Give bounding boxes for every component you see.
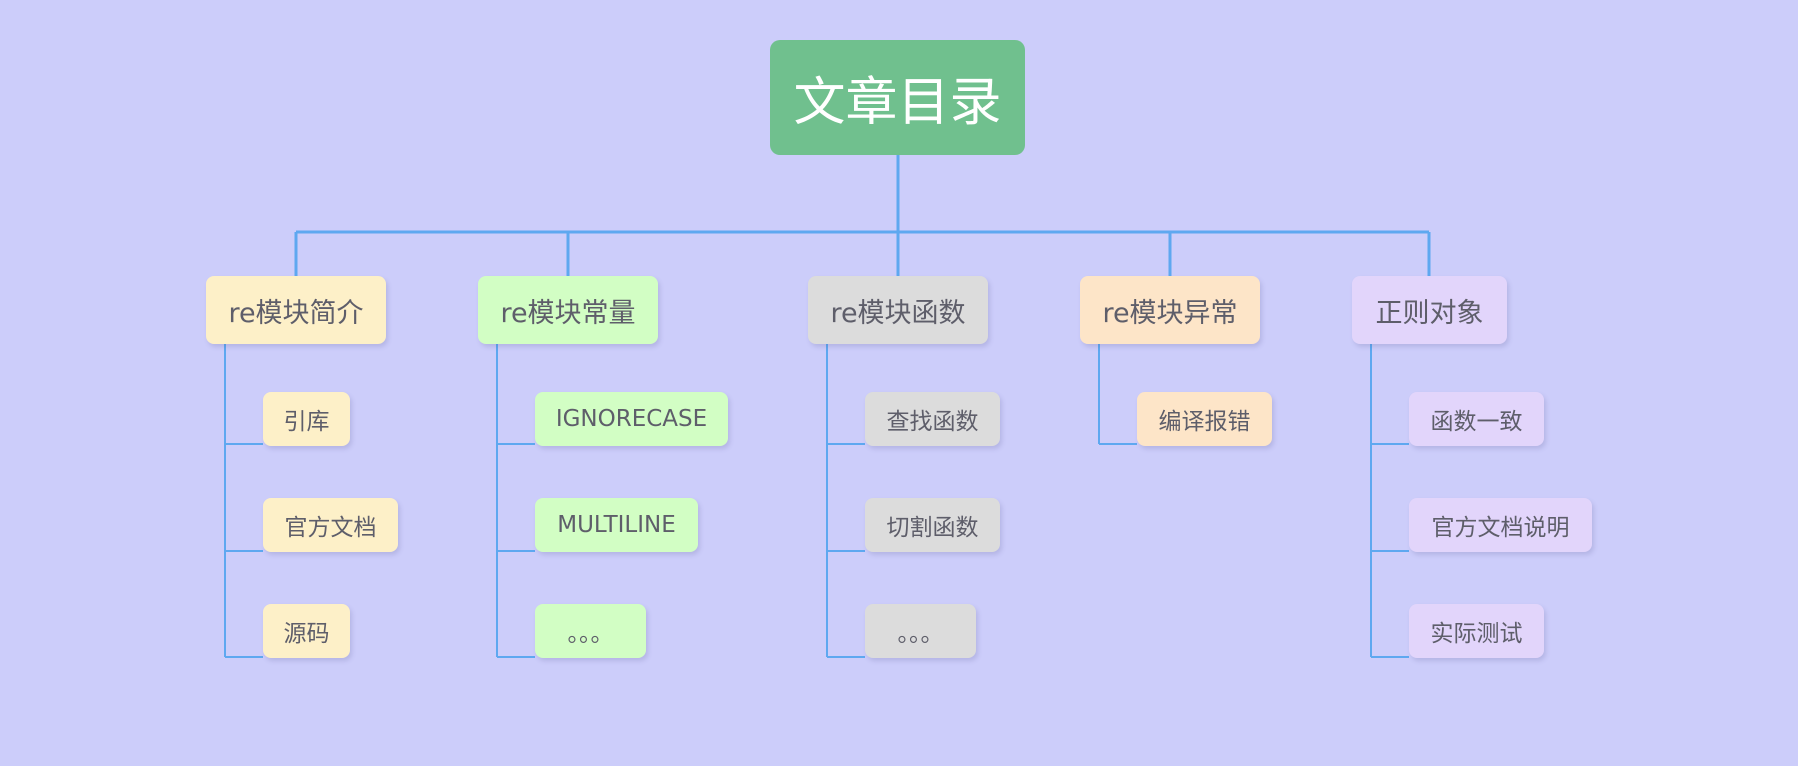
root-node: 文章目录 [770,40,1025,155]
leaf-node: 源码 [263,604,350,658]
branch-node-re-functions: re模块函数 [808,276,988,344]
leaf-node: 。。。 [535,604,646,658]
leaf-node: 实际测试 [1409,604,1544,658]
leaf-node: 官方文档 [263,498,398,552]
leaf-node: IGNORECASE [535,392,728,446]
leaf-node: 切割函数 [865,498,1000,552]
branch-node-re-exceptions: re模块异常 [1080,276,1260,344]
leaf-node: MULTILINE [535,498,698,552]
leaf-node: 查找函数 [865,392,1000,446]
leaf-node: 引库 [263,392,350,446]
leaf-node: 官方文档说明 [1409,498,1592,552]
leaf-node: 编译报错 [1137,392,1272,446]
branch-node-regex-object: 正则对象 [1352,276,1507,344]
branch-node-re-constants: re模块常量 [478,276,658,344]
leaf-node: 。。。 [865,604,976,658]
branch-node-re-intro: re模块简介 [206,276,386,344]
leaf-node: 函数一致 [1409,392,1544,446]
